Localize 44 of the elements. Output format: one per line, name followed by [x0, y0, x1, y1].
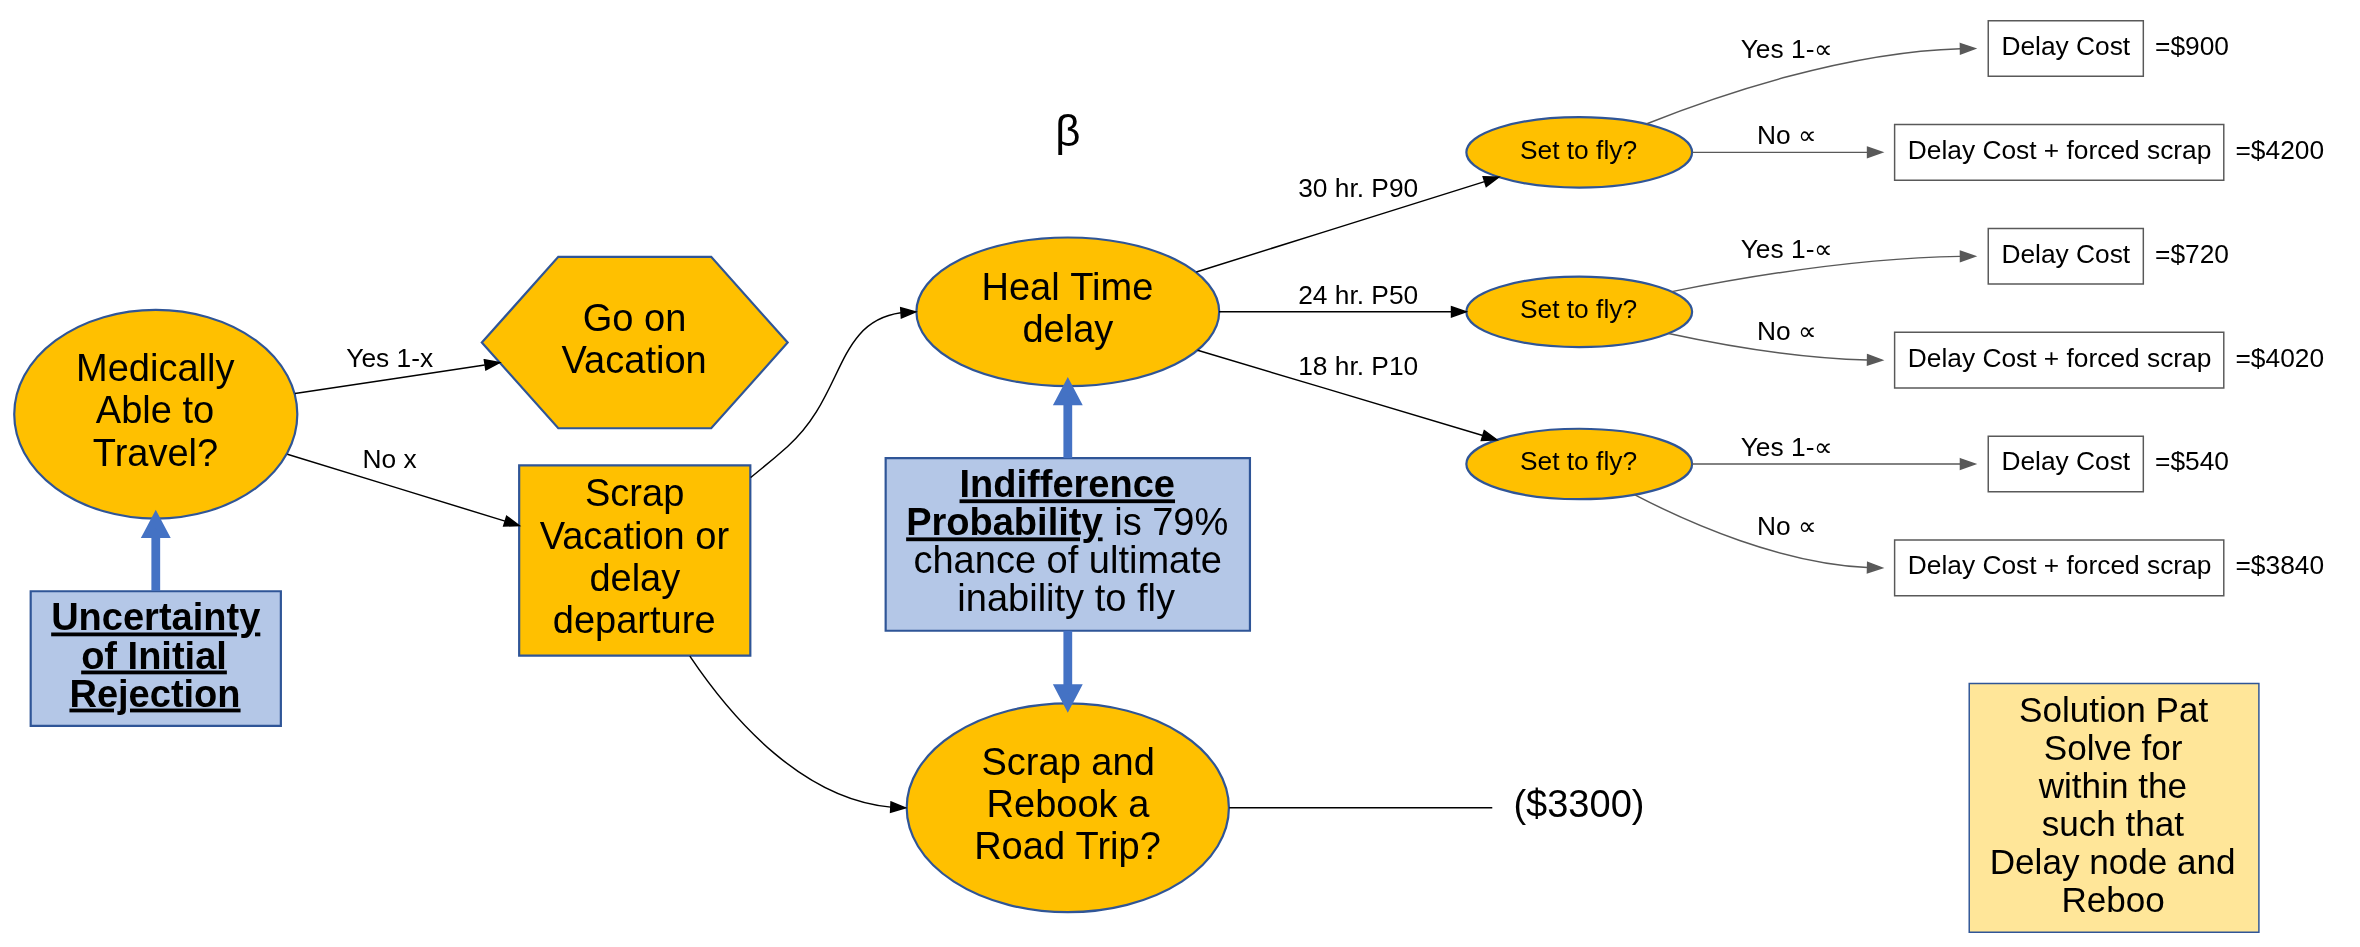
arrow [140, 509, 171, 591]
edge-label: No ∝ [1757, 510, 1818, 541]
node-label: β [1055, 105, 1081, 155]
edge-label: Yes 1-x [346, 342, 434, 373]
edge-label: 18 hr. P10 [1298, 351, 1419, 382]
node-label: =$540 [2155, 446, 2229, 477]
node-box: Indifference Probability is 79% chance of ultimate inability to fly [884, 457, 1252, 632]
node-box: Scrap Vacation or delay departure [518, 464, 752, 657]
node-ellipse: Scrap and Rebook a Road Trip? [905, 702, 1230, 914]
connector [1228, 807, 1493, 809]
node-ellipse: Medically Able to Travel? [13, 308, 299, 520]
node-text: ($3300) [1513, 783, 1645, 826]
node-box: Solution Pat Solve for within the such that Delay node and Reboo [1968, 682, 2260, 933]
node-ellipse: Set to fly? [1465, 275, 1694, 349]
node-label: =$720 [2155, 238, 2229, 269]
edge-label: Yes 1-∝ [1740, 234, 1834, 265]
arrow [1634, 494, 1885, 574]
edge-label: Yes 1-∝ [1740, 33, 1834, 64]
arrow [1691, 457, 1978, 471]
arrow [1052, 376, 1083, 459]
arrow [1195, 175, 1501, 273]
arrow [1196, 349, 1499, 442]
edge-label: No ∝ [1757, 316, 1818, 347]
node-box: Uncertainty of Initial Rejection [29, 590, 282, 727]
node-label: =$900 [2155, 30, 2229, 61]
arrow [1671, 250, 1978, 293]
edge-label: Yes 1-∝ [1740, 431, 1834, 462]
node-label: =$4020 [2235, 342, 2325, 373]
arrow [1645, 42, 1978, 125]
arrow [1052, 630, 1083, 713]
arrow [1667, 332, 1885, 367]
arrow [689, 655, 908, 814]
arrow [286, 453, 522, 527]
arrow [1218, 305, 1469, 318]
edge-label: 30 hr. P90 [1298, 172, 1419, 203]
arrow [1691, 146, 1885, 159]
node-ellipse: Heal Time delay [915, 236, 1221, 388]
arrow [294, 358, 502, 395]
node-label: =$3840 [2235, 550, 2325, 581]
edge-label: No ∝ [1757, 120, 1818, 151]
node-label: =$4200 [2235, 134, 2325, 165]
arrow [750, 306, 918, 479]
edge-label: No x [362, 443, 417, 474]
edge-label: 24 hr. P50 [1298, 279, 1419, 310]
